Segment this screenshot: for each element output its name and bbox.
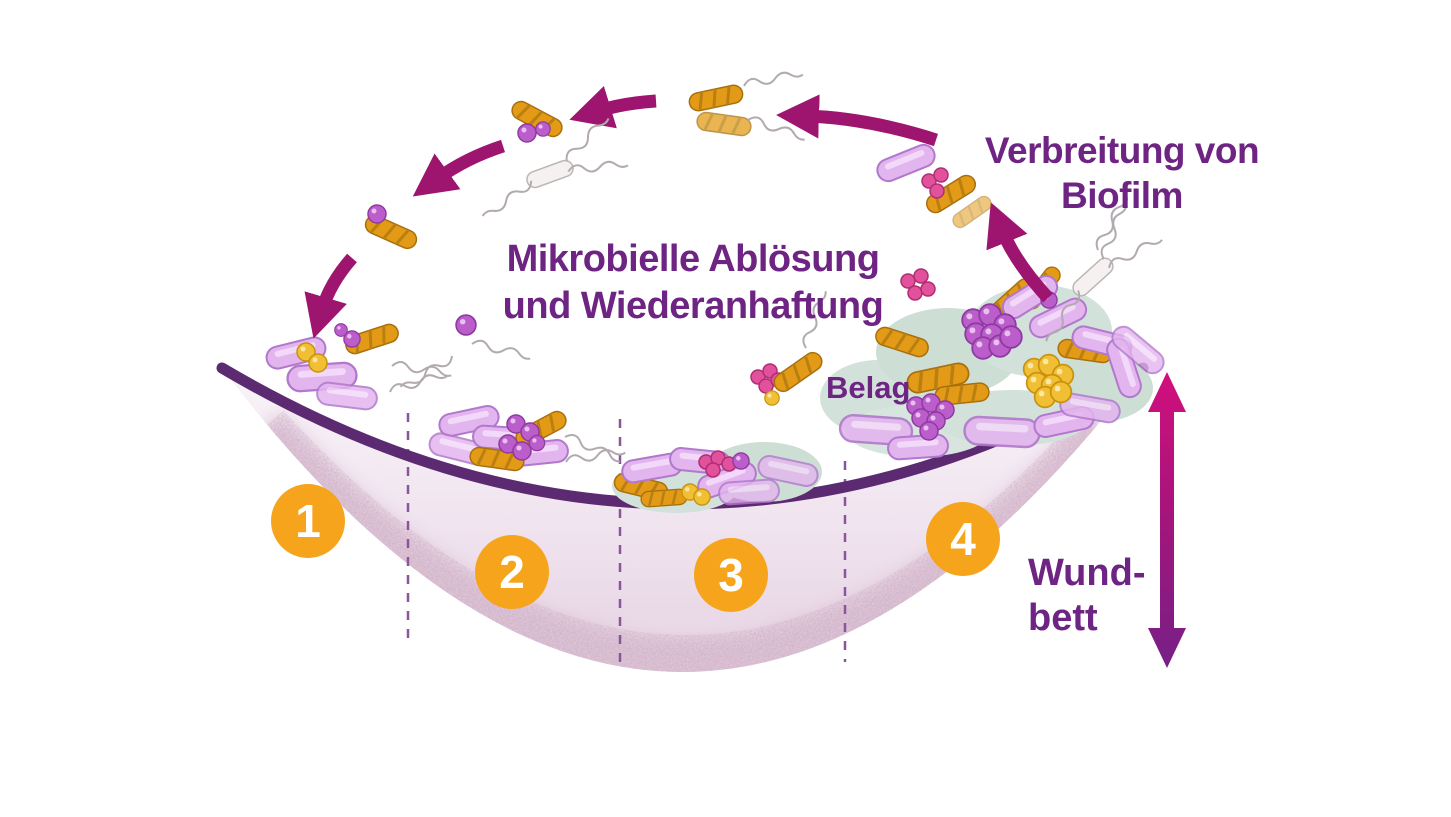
- label-microbial-detachment: Mikrobielle Ablösung und Wiederanhaftung: [430, 236, 956, 330]
- label-wound-bed-line1: Wund-: [1028, 552, 1146, 594]
- flagella: [398, 353, 457, 393]
- purple-coccus: [512, 441, 532, 461]
- label-microbial-detachment-line2: und Wiederanhaftung: [502, 285, 884, 327]
- stage1-bacteria: [263, 320, 454, 412]
- purple-rod: [962, 415, 1042, 449]
- purple-rod: [886, 432, 950, 462]
- stage3-microcolony: [611, 442, 822, 513]
- flagella: [390, 358, 454, 380]
- orange-rod: [769, 347, 827, 397]
- cycle-arrow-left-short: [569, 86, 657, 129]
- orange-rod: [639, 487, 689, 509]
- stage-3-number: 3: [718, 549, 744, 601]
- stage-2-badge: 2: [475, 535, 549, 609]
- pink-coccus: [933, 167, 949, 183]
- label-coating: Belag: [826, 370, 911, 405]
- purple-rod: [314, 380, 380, 412]
- yellow-coccus: [764, 390, 780, 406]
- stage-1-number: 1: [295, 495, 321, 547]
- cycle-arrow-downleft: [412, 139, 506, 197]
- yellow-coccus: [308, 353, 328, 373]
- flagella: [746, 113, 808, 144]
- purple-coccus: [517, 123, 537, 143]
- stage-1-badge: 1: [271, 484, 345, 558]
- purple-coccus: [528, 434, 546, 452]
- purple-coccus: [367, 204, 387, 224]
- yellow-coccus: [693, 488, 711, 506]
- stage-4-badge: 4: [926, 502, 1000, 576]
- flagella: [470, 336, 533, 363]
- label-biofilm-spread: Verbreitung von Biofilm: [962, 128, 1282, 218]
- pink-coccus: [929, 183, 945, 199]
- purple-coccus: [334, 323, 348, 337]
- pink-coccus: [705, 462, 721, 478]
- label-biofilm-spread-line1: Verbreitung von: [984, 130, 1260, 171]
- stage-3-badge: 3: [694, 538, 768, 612]
- stage-4-number: 4: [950, 513, 976, 565]
- orange-rod: [686, 82, 746, 114]
- purple-coccus: [535, 121, 551, 137]
- stage4-mature-biofilm: [820, 193, 1170, 462]
- cycle-arrow-down: [304, 253, 357, 339]
- label-wound-bed-line2: bett: [1028, 597, 1098, 639]
- cycle-arrow-left-long: [776, 94, 939, 147]
- cycle-arrow-up: [986, 202, 1053, 303]
- label-wound-bed: Wund- bett: [1028, 551, 1145, 641]
- wound-depth-arrow: [1148, 372, 1186, 668]
- cycle-arrows: [304, 86, 1053, 339]
- stage2-bacteria-cluster: [426, 403, 627, 474]
- purple-coccus: [732, 452, 750, 470]
- stage-2-number: 2: [499, 546, 525, 598]
- flagella: [741, 68, 805, 89]
- orange-rod: [694, 109, 754, 139]
- label-microbial-detachment-line1: Mikrobielle Ablösung: [506, 238, 880, 280]
- label-biofilm-spread-line2: Biofilm: [1061, 175, 1183, 216]
- purple-rod: [717, 477, 781, 507]
